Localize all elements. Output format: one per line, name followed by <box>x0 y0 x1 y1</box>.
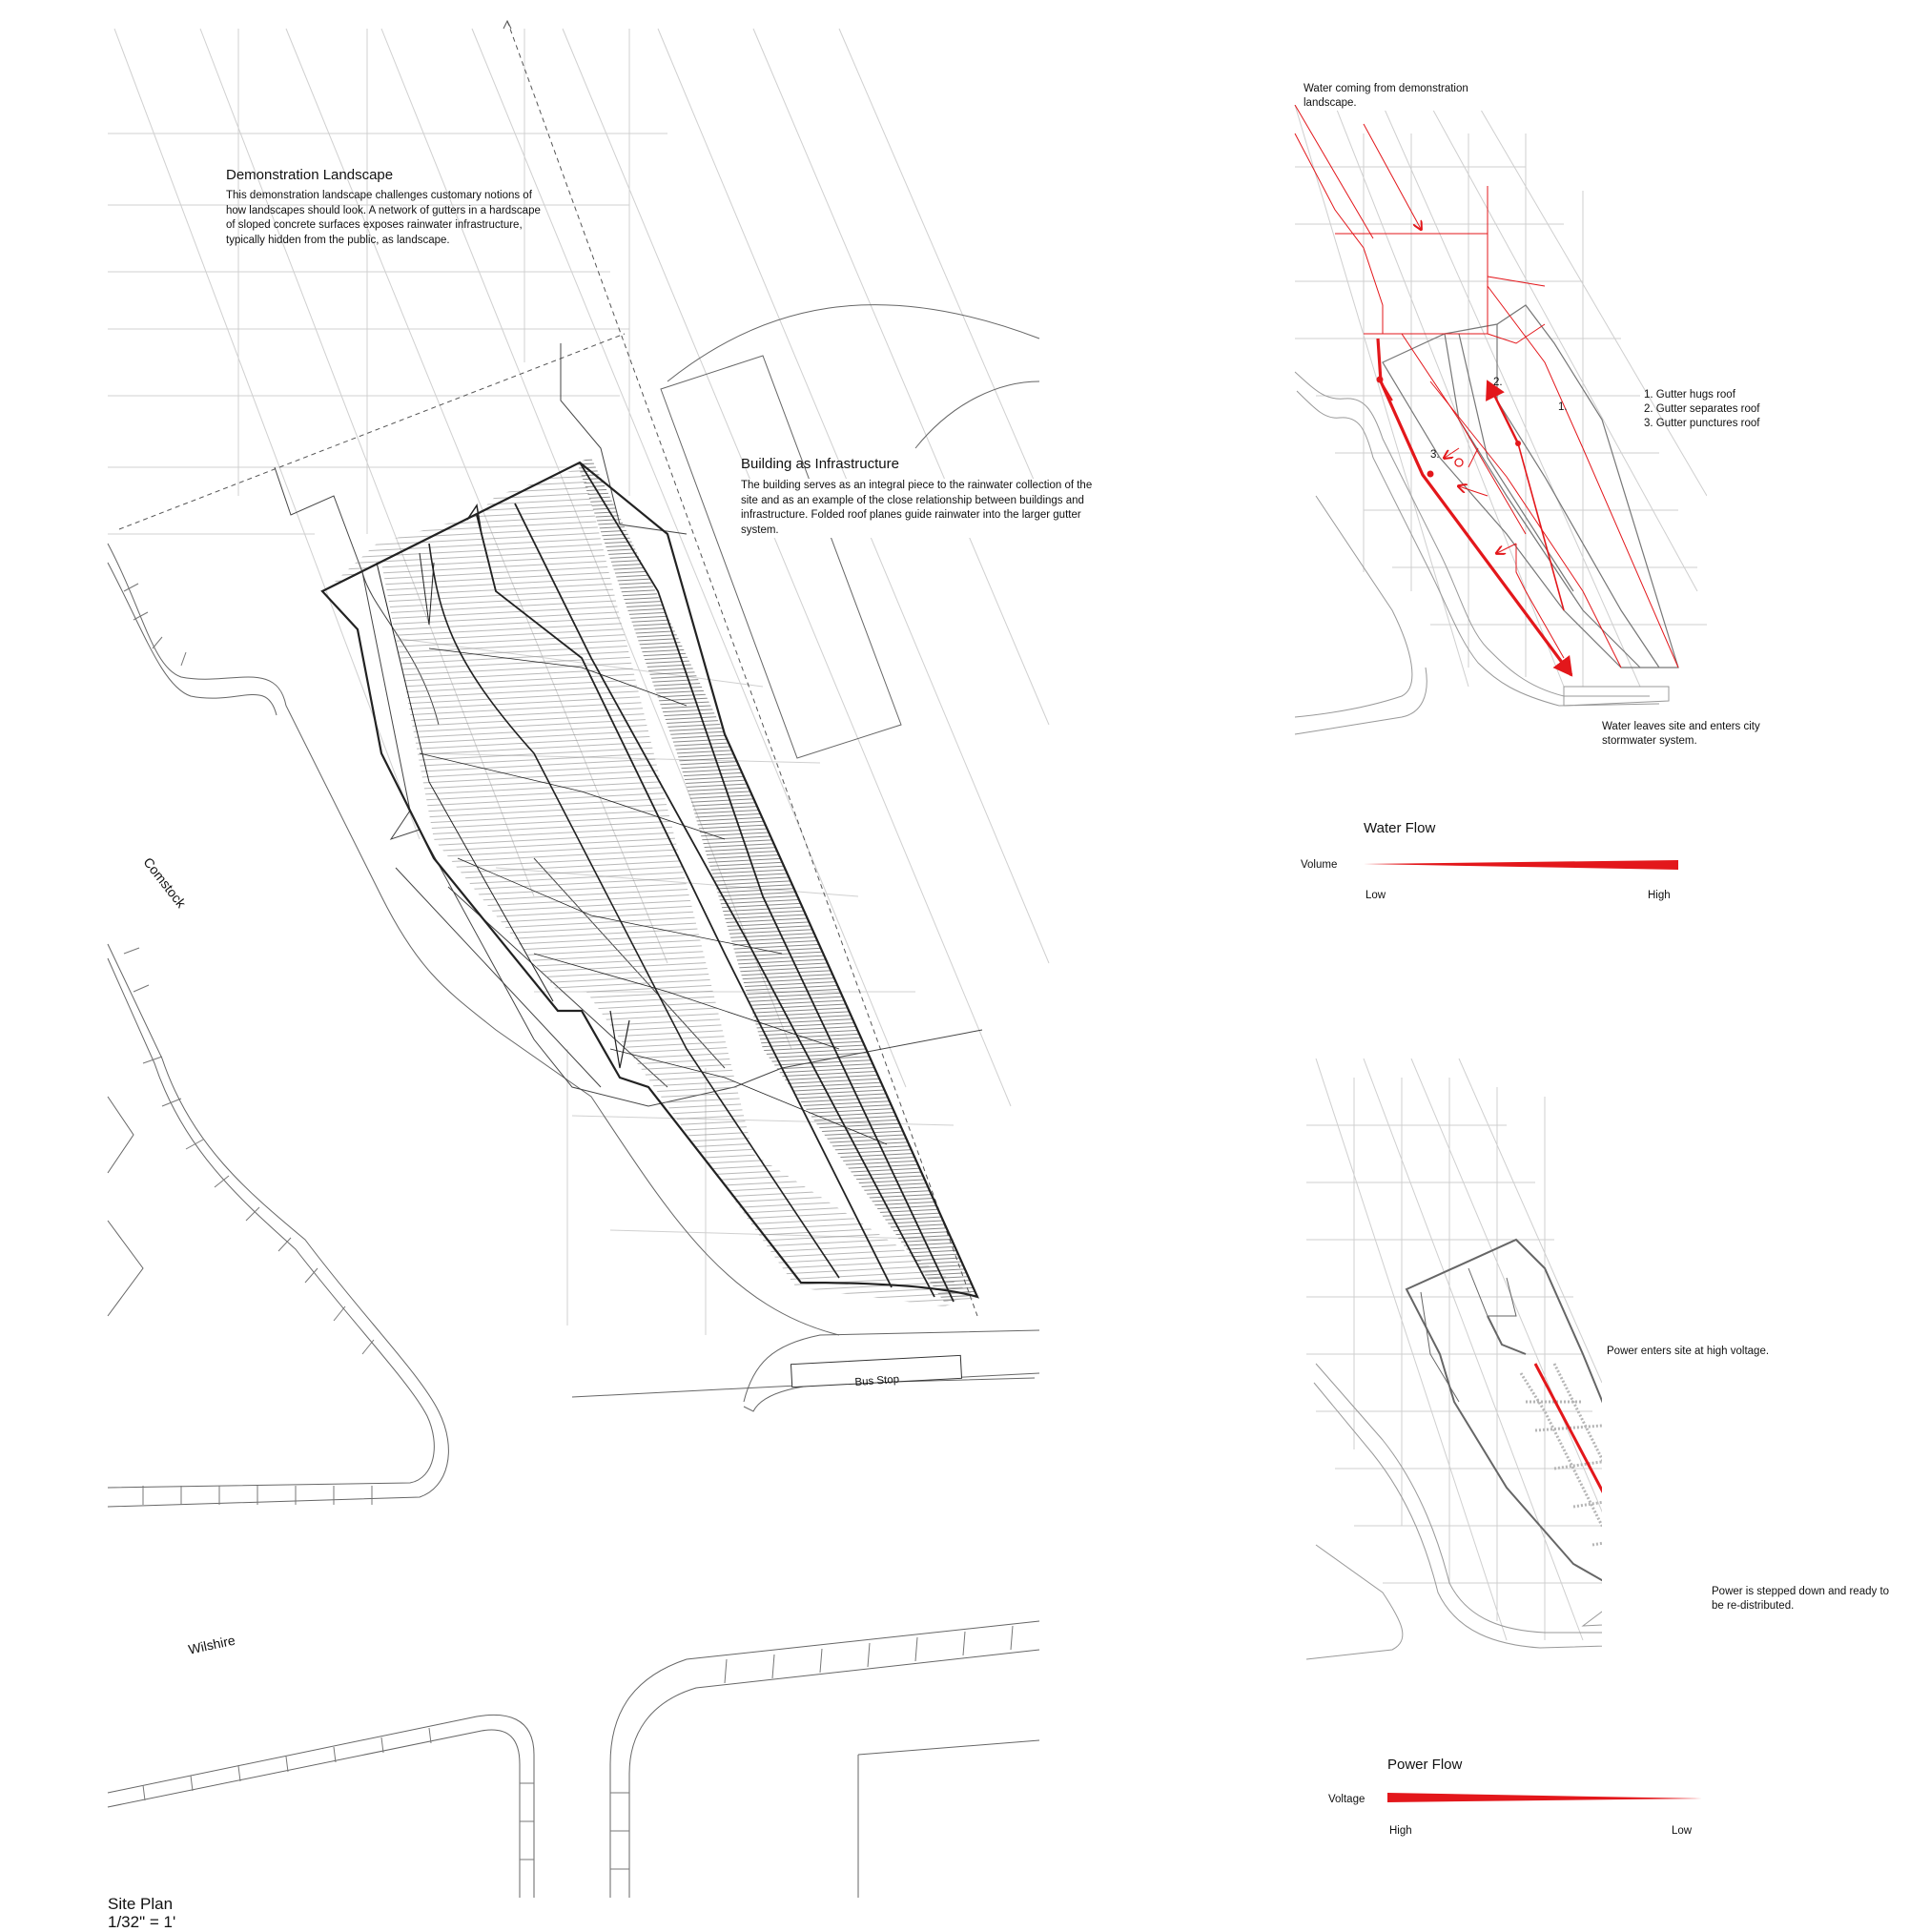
power-enter-note: Power enters site at high voltage. <box>1607 1346 1770 1357</box>
building-roof <box>320 458 979 1306</box>
water-marker-3: 3. <box>1430 449 1440 461</box>
water-flow-low-label: Low <box>1365 890 1386 901</box>
site-plan-title: Site Plan <box>108 1895 174 1913</box>
power-exit-note: Power is stepped down and ready to be re… <box>1712 1586 1890 1612</box>
water-legend-item-3: 3. Gutter punctures roof <box>1644 418 1760 429</box>
power-voltage-bar <box>1387 1793 1702 1802</box>
water-marker-2: 2. <box>1493 377 1503 388</box>
site-roads <box>107 304 1040 1898</box>
power-flow-axis-label: Voltage <box>1328 1794 1365 1805</box>
demonstration-landscape-heading: Demonstration Landscape <box>226 167 394 183</box>
power-flow-high-label: High <box>1389 1825 1412 1837</box>
site-boundary-dashed <box>118 20 978 1317</box>
water-flow-high-label: High <box>1648 890 1671 901</box>
bus-stop-box <box>790 1354 963 1388</box>
demonstration-landscape-body: This demonstration landscape challenges … <box>226 190 541 246</box>
water-legend-item-2: 2. Gutter separates roof <box>1644 403 1760 415</box>
building-infrastructure-body: The building serves as an integral piece… <box>741 479 1108 538</box>
power-flow-legend-title: Power Flow <box>1387 1757 1463 1773</box>
water-volume-bar <box>1364 860 1678 870</box>
power-flow-low-label: Low <box>1672 1825 1693 1837</box>
water-flow-legend-title: Water Flow <box>1364 820 1436 836</box>
sidewalk-ticks <box>123 583 1014 1870</box>
water-bottom-note: Water leaves site and enters city stormw… <box>1602 721 1760 747</box>
power-diagram <box>1305 1058 1602 1660</box>
site-plan-scale: 1/32" = 1' <box>108 1913 176 1931</box>
building-infrastructure-heading: Building as Infrastructure <box>741 456 899 472</box>
water-marker-1: 1. <box>1558 401 1568 413</box>
water-legend-item-1: 1. Gutter hugs roof <box>1644 389 1735 401</box>
water-top-note: Water coming from demonstration landscap… <box>1304 82 1485 111</box>
water-diagram <box>1294 105 1707 735</box>
water-flow-axis-label: Volume <box>1301 859 1338 871</box>
